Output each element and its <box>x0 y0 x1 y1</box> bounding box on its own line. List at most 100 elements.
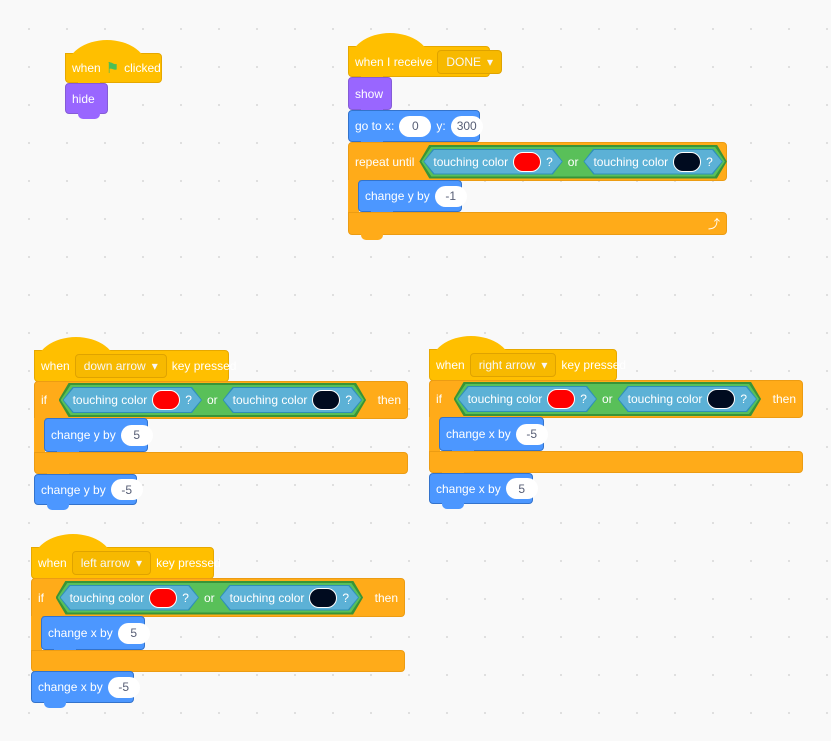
if-label: if <box>38 590 44 605</box>
change-x-input[interactable]: -5 <box>515 423 548 445</box>
if-bottom <box>31 650 405 677</box>
change-x-input[interactable]: -5 <box>107 676 140 698</box>
when-i-receive-hat[interactable]: when I receive DONE ▾ <box>348 33 503 82</box>
change-y-label: change y by <box>365 189 430 203</box>
when-label: when <box>436 358 465 372</box>
change-x-input[interactable]: 5 <box>505 478 538 499</box>
hide-block[interactable]: hide <box>65 83 108 119</box>
or-label: or <box>567 154 579 169</box>
or-label: or <box>203 590 215 605</box>
color-swatch-red[interactable] <box>547 389 575 409</box>
change-y-block[interactable]: change y by -1 <box>358 180 467 217</box>
question-mark: ? <box>580 392 587 406</box>
change-y-input[interactable]: -5 <box>110 479 143 500</box>
if-label: if <box>41 393 47 407</box>
if-arm <box>34 418 45 453</box>
touching-color-dark[interactable]: touching color? <box>618 386 757 412</box>
go-to-xy-block[interactable]: go to x: 0 y: 300 <box>348 110 483 147</box>
if-bottom <box>34 452 408 479</box>
key-value: down arrow <box>83 359 146 373</box>
touching-color-red[interactable]: touching color? <box>63 387 202 413</box>
if-then-block[interactable]: if touching color? or touching color? th… <box>429 380 803 418</box>
change-x-input[interactable]: 5 <box>117 622 150 644</box>
x-input[interactable]: 0 <box>399 115 432 137</box>
change-y-input[interactable]: -1 <box>434 185 467 207</box>
when-key-pressed-hat-left[interactable]: when left arrow▾ key pressed <box>31 534 221 579</box>
repeat-bottom: ⤴ <box>348 212 727 240</box>
when-label: when <box>41 359 70 373</box>
touching-color-label: touching color <box>229 590 305 605</box>
when-receive-label: when I receive <box>355 54 433 69</box>
color-swatch-dark[interactable] <box>312 390 340 410</box>
color-swatch-red[interactable] <box>152 390 180 410</box>
touching-color-label: touching color <box>232 393 308 407</box>
hide-label: hide <box>72 91 95 106</box>
touching-color-dark[interactable]: touching color? <box>583 149 722 175</box>
question-mark: ? <box>345 393 353 407</box>
question-mark: ? <box>546 154 553 169</box>
color-swatch-dark[interactable] <box>673 152 701 172</box>
when-label: when <box>72 61 101 75</box>
chevron-down-icon: ▾ <box>487 54 494 69</box>
color-swatch-red[interactable] <box>149 588 177 608</box>
change-y-block[interactable]: change y by 5 <box>44 418 153 457</box>
then-label: then <box>772 392 796 406</box>
color-swatch-red[interactable] <box>513 152 541 172</box>
color-swatch-dark[interactable] <box>707 389 735 409</box>
if-bottom <box>429 451 803 478</box>
loop-arrow-icon: ⤴ <box>707 217 720 231</box>
show-block[interactable]: show <box>348 77 392 115</box>
change-x-block[interactable]: change x by 5 <box>429 473 538 509</box>
key-pressed-label: key pressed <box>156 556 221 570</box>
or-operator[interactable]: touching color? or touching color? <box>454 382 761 416</box>
touching-color-red[interactable]: touching color? <box>458 386 597 412</box>
green-flag-icon: ⚑ <box>105 60 120 77</box>
question-mark: ? <box>740 392 748 406</box>
touching-color-dark[interactable]: touching color? <box>220 585 359 611</box>
key-dropdown[interactable]: left arrow▾ <box>71 551 152 575</box>
question-mark: ? <box>182 590 189 605</box>
key-dropdown[interactable]: down arrow ▾ <box>74 354 167 378</box>
change-x-block[interactable]: change x by -5 <box>439 417 548 456</box>
if-label: if <box>436 392 442 406</box>
goto-label: go to x: <box>355 119 395 133</box>
change-y-input[interactable]: 5 <box>120 424 153 446</box>
question-mark: ? <box>342 590 350 605</box>
touching-color-label: touching color <box>627 392 703 406</box>
when-flag-clicked-hat[interactable]: when ⚑ clicked <box>65 40 162 88</box>
when-key-pressed-hat-right[interactable]: when right arrow▾ key pressed <box>429 336 626 381</box>
repeat-arm <box>348 180 359 213</box>
key-pressed-label: key pressed <box>561 358 627 372</box>
change-x-block[interactable]: change x by -5 <box>31 671 140 708</box>
touching-color-label: touching color <box>69 590 145 605</box>
y-input[interactable]: 300 <box>450 115 483 137</box>
if-then-block[interactable]: if touching color? or touching color? th… <box>31 578 405 617</box>
message-dropdown[interactable]: DONE ▾ <box>437 49 503 74</box>
touching-color-red[interactable]: touching color? <box>423 149 562 175</box>
question-mark: ? <box>706 154 713 169</box>
change-y-block[interactable]: change y by-5 <box>34 474 143 510</box>
or-operator[interactable]: touching color? or touching color? <box>59 383 366 417</box>
change-y-label: change y by <box>51 428 116 442</box>
key-value: left arrow <box>80 556 131 570</box>
or-operator[interactable]: touching color? or touching color? <box>56 581 363 615</box>
touching-color-dark[interactable]: touching color? <box>223 387 362 413</box>
touching-color-red[interactable]: touching color? <box>60 585 199 611</box>
repeat-until-block[interactable]: repeat until touching color? or touching… <box>348 142 727 181</box>
when-key-pressed-hat-down[interactable]: when down arrow▾ key pressed <box>34 337 236 382</box>
touching-color-label: touching color <box>433 154 509 169</box>
touching-color-label: touching color <box>467 392 543 406</box>
if-arm <box>31 616 42 651</box>
chevron-down-icon: ▾ <box>151 359 158 373</box>
show-label: show <box>355 86 384 101</box>
or-operator[interactable]: touching color? or touching color? <box>419 145 726 179</box>
change-x-label: change x by <box>38 680 103 694</box>
change-x-label: change x by <box>446 427 511 441</box>
message-value: DONE <box>446 54 482 69</box>
key-dropdown[interactable]: right arrow▾ <box>469 353 557 377</box>
if-then-block[interactable]: if touching color? or touching color? th… <box>34 381 408 419</box>
change-x-label: change x by <box>436 481 501 496</box>
key-value: right arrow <box>478 358 536 372</box>
color-swatch-dark[interactable] <box>309 588 337 608</box>
